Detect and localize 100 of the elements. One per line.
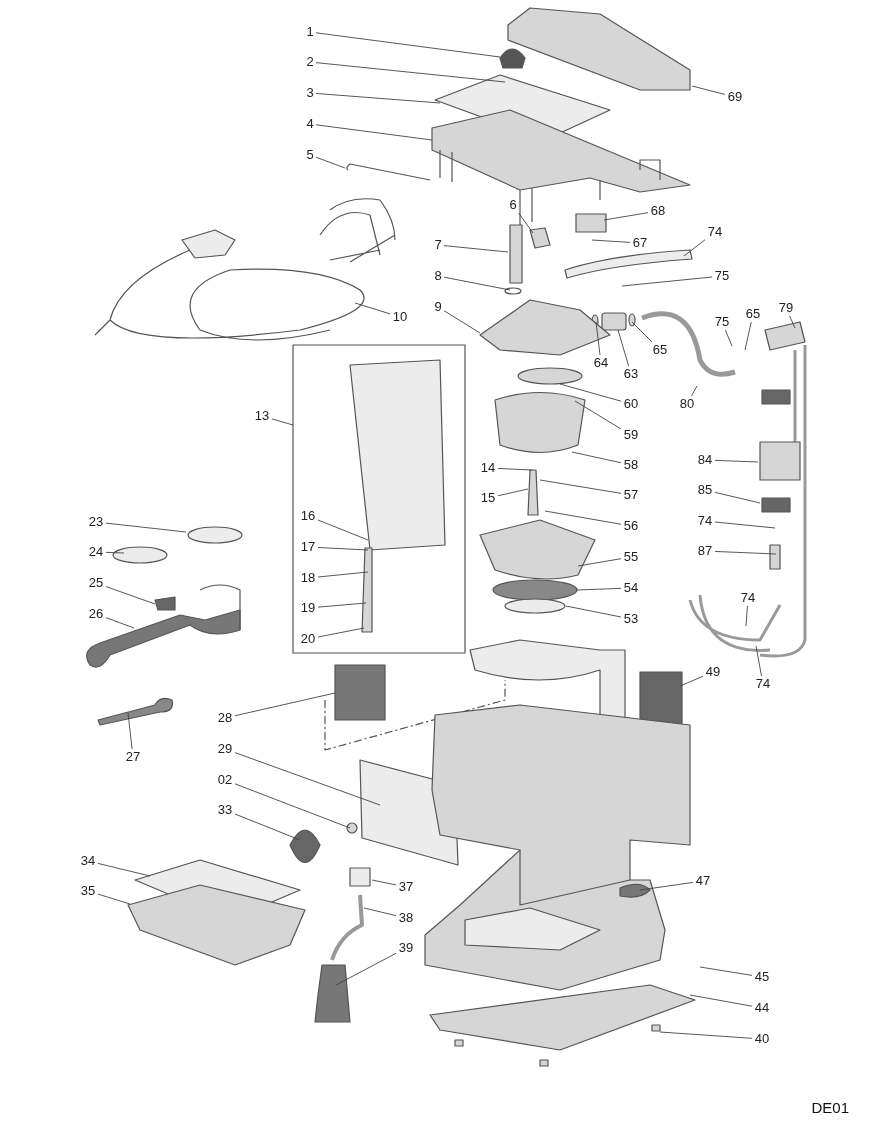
leader-line bbox=[565, 605, 622, 618]
leader-line bbox=[714, 550, 777, 555]
callout-number: 65 bbox=[743, 306, 763, 322]
callout-number: 75 bbox=[712, 314, 732, 330]
leader-line bbox=[443, 310, 481, 334]
callout-number: 79 bbox=[776, 300, 796, 316]
callout-number: 80 bbox=[677, 396, 697, 412]
leader-line bbox=[371, 879, 397, 886]
callout-number: 3 bbox=[304, 85, 316, 101]
leader-line bbox=[315, 156, 346, 169]
callout-number: 53 bbox=[621, 611, 641, 627]
callout-number: 49 bbox=[703, 664, 723, 680]
callout-number: 33 bbox=[215, 802, 235, 818]
callout-number: 74 bbox=[705, 224, 725, 240]
callout-number: 68 bbox=[648, 203, 668, 219]
leader-line bbox=[744, 321, 752, 351]
callout-number: 28 bbox=[215, 710, 235, 726]
leader-line bbox=[317, 547, 369, 551]
callout-number: 4 bbox=[304, 116, 316, 132]
callout-number: 23 bbox=[86, 514, 106, 530]
callout-number: 7 bbox=[432, 237, 444, 253]
callout-number: 17 bbox=[298, 539, 318, 555]
callout-number: 67 bbox=[630, 235, 650, 251]
leader-line bbox=[315, 124, 433, 141]
callout-number: 27 bbox=[123, 749, 143, 765]
leader-line bbox=[571, 451, 622, 464]
callout-number: 64 bbox=[591, 355, 611, 371]
leader-line bbox=[317, 602, 367, 608]
callout-number: 55 bbox=[621, 549, 641, 565]
leader-line bbox=[591, 239, 631, 243]
callout-number: 74 bbox=[695, 513, 715, 529]
leader-line bbox=[234, 813, 301, 841]
leader-line bbox=[234, 752, 381, 806]
leader-line bbox=[497, 488, 529, 497]
callout-number: 8 bbox=[432, 268, 444, 284]
leader-line bbox=[745, 605, 748, 627]
leader-line bbox=[271, 418, 294, 426]
callout-number: 25 bbox=[86, 575, 106, 591]
callout-number: 56 bbox=[621, 518, 641, 534]
leader-line bbox=[105, 586, 156, 605]
leader-line bbox=[234, 783, 351, 829]
callout-number: 02 bbox=[215, 772, 235, 788]
callout-number: 75 bbox=[712, 268, 732, 284]
leader-line bbox=[97, 862, 151, 877]
callout-number: 20 bbox=[298, 631, 318, 647]
callout-number: 26 bbox=[86, 606, 106, 622]
callout-number: 69 bbox=[725, 89, 745, 105]
leader-line bbox=[354, 302, 391, 315]
callout-number: 74 bbox=[738, 590, 758, 606]
callout-number: 47 bbox=[693, 873, 713, 889]
callout-number: 58 bbox=[621, 457, 641, 473]
callout-number: 15 bbox=[478, 490, 498, 506]
leader-line bbox=[577, 558, 622, 567]
callout-number: 37 bbox=[396, 879, 416, 895]
callout-number: 34 bbox=[78, 853, 98, 869]
leader-line bbox=[574, 400, 622, 430]
leader-line bbox=[714, 491, 761, 504]
callout-number: 38 bbox=[396, 910, 416, 926]
leader-line bbox=[714, 459, 759, 463]
leader-line bbox=[544, 510, 622, 525]
callout-number: 18 bbox=[298, 570, 318, 586]
callout-number: 54 bbox=[621, 580, 641, 596]
callout-number: 84 bbox=[695, 452, 715, 468]
callout-number: 85 bbox=[695, 482, 715, 498]
leader-line bbox=[603, 212, 649, 221]
callout-number: 39 bbox=[396, 940, 416, 956]
leader-line bbox=[105, 617, 135, 629]
leader-line bbox=[105, 551, 125, 554]
callout-number: 6 bbox=[507, 197, 519, 213]
callout-number: 1 bbox=[304, 24, 316, 40]
leader-line bbox=[127, 712, 133, 750]
leader-line bbox=[699, 966, 753, 976]
leader-line bbox=[631, 321, 653, 343]
leader-line bbox=[317, 519, 369, 541]
leader-line bbox=[315, 93, 441, 104]
leader-line bbox=[105, 522, 187, 533]
callout-number: 13 bbox=[252, 408, 272, 424]
callout-number: 16 bbox=[298, 508, 318, 524]
callout-number: 9 bbox=[432, 299, 444, 315]
leader-line bbox=[691, 85, 726, 95]
callout-number: 57 bbox=[621, 487, 641, 503]
callout-number: 59 bbox=[621, 427, 641, 443]
leader-line bbox=[443, 276, 511, 291]
callout-number: 65 bbox=[650, 342, 670, 358]
callout-number: 35 bbox=[78, 883, 98, 899]
leader-line bbox=[689, 994, 753, 1007]
leader-line bbox=[639, 881, 694, 891]
callout-number: 74 bbox=[753, 676, 773, 692]
callout-number: 10 bbox=[390, 309, 410, 325]
leader-line bbox=[683, 239, 706, 257]
leader-line bbox=[335, 952, 397, 986]
leader-line bbox=[621, 276, 713, 287]
callout-number: 29 bbox=[215, 741, 235, 757]
leader-line bbox=[755, 645, 762, 677]
callout-number: 87 bbox=[695, 543, 715, 559]
callout-number: 44 bbox=[752, 1000, 772, 1016]
leader-line bbox=[691, 385, 698, 397]
page-code: DE01 bbox=[811, 1097, 849, 1118]
leader-line bbox=[539, 479, 622, 494]
leader-line bbox=[559, 383, 622, 402]
